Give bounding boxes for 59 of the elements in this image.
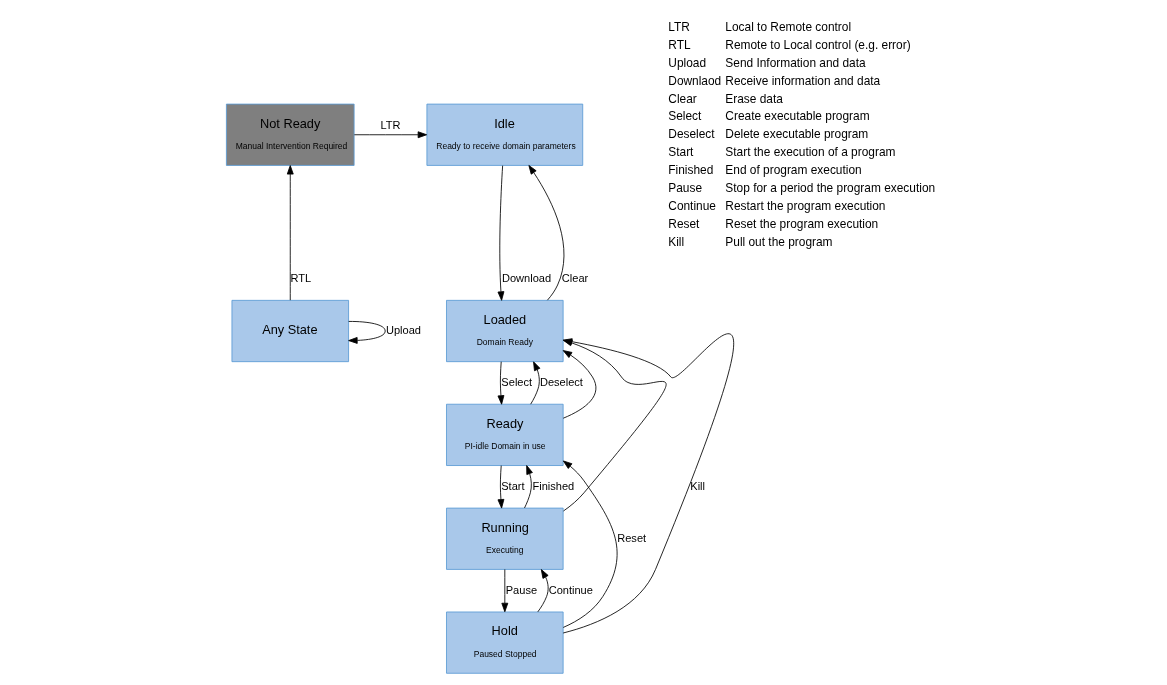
edge-label: Pause bbox=[505, 583, 537, 596]
node-box: Hold Paused Stopped bbox=[445, 611, 564, 674]
label: Erase data bbox=[724, 91, 783, 106]
label: Delete executable program bbox=[724, 127, 868, 142]
label: Finished bbox=[667, 163, 713, 178]
label: Upload bbox=[667, 55, 706, 70]
edge-label: Clear bbox=[561, 271, 588, 284]
arrow bbox=[497, 465, 504, 509]
label: Clear bbox=[667, 91, 697, 106]
label: End of program execution bbox=[724, 163, 862, 178]
edge-label: Select bbox=[500, 375, 532, 388]
arrow bbox=[286, 165, 294, 301]
label: Deselect bbox=[667, 127, 715, 142]
label: Continue bbox=[667, 198, 716, 213]
arrow bbox=[497, 165, 504, 301]
arrow bbox=[562, 350, 596, 419]
node-box: Loaded Domain Ready bbox=[445, 299, 564, 363]
edge-label: Reset bbox=[616, 531, 646, 544]
arrow bbox=[500, 569, 508, 613]
edge-label: RTL bbox=[290, 271, 311, 284]
node-box: Any State bbox=[231, 299, 349, 363]
label: Stop for a period the program execution bbox=[724, 180, 935, 195]
node-box: Not Ready Manual Intervention Required bbox=[225, 103, 355, 166]
label: Create executable program bbox=[724, 109, 870, 124]
arrow bbox=[562, 460, 617, 628]
edge-label: Kill bbox=[689, 479, 705, 492]
label: Pull out the program bbox=[724, 234, 833, 249]
label: Pause bbox=[667, 180, 702, 195]
edge-label: Continue bbox=[548, 583, 593, 596]
node-box: Idle Ready to receive domain parameters bbox=[426, 103, 583, 166]
edge-label: Start bbox=[500, 479, 525, 492]
label: Select bbox=[667, 109, 701, 124]
label: RTL bbox=[667, 37, 691, 52]
label: Restart the program execution bbox=[724, 198, 885, 213]
label: Reset bbox=[667, 216, 699, 231]
arrow bbox=[497, 361, 504, 405]
label: LTR bbox=[667, 20, 690, 35]
arrow bbox=[527, 165, 564, 301]
arrow bbox=[347, 321, 386, 344]
label: Local to Remote control bbox=[724, 20, 851, 35]
arrow bbox=[536, 569, 549, 613]
label: Start the execution of a program bbox=[724, 145, 895, 160]
edge-label: Download bbox=[501, 271, 551, 284]
arrow bbox=[523, 465, 533, 509]
label: Reset the program execution bbox=[724, 216, 878, 231]
label: Remote to Local control (e.g. error) bbox=[724, 37, 911, 52]
label: Receive information and data bbox=[724, 73, 880, 88]
edge-label: Finished bbox=[531, 479, 574, 492]
label: Downlaod bbox=[667, 73, 721, 88]
label: Kill bbox=[667, 234, 684, 249]
node-box: Running Executing bbox=[445, 507, 564, 570]
edge-label: Deselect bbox=[539, 375, 583, 388]
edge-label: Upload bbox=[385, 323, 421, 336]
arrow bbox=[353, 131, 427, 139]
label: Send Information and data bbox=[724, 55, 866, 70]
arrow bbox=[529, 361, 540, 405]
edge-label: LTR bbox=[379, 119, 401, 132]
label: Start bbox=[667, 145, 693, 160]
node-box: Ready PI-idle Domain in use bbox=[445, 403, 564, 466]
